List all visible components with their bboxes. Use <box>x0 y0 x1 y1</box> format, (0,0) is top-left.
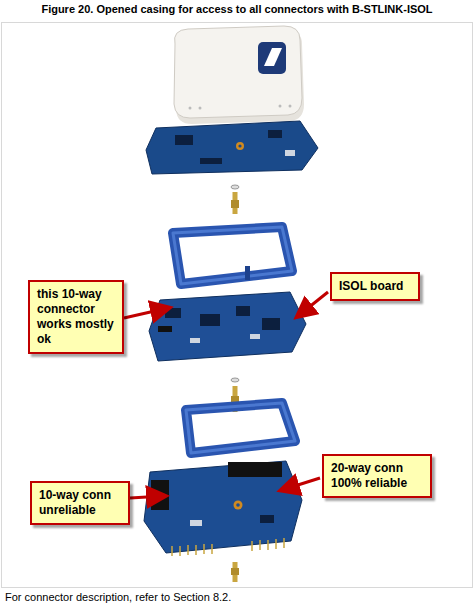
connector-20-way <box>228 462 282 477</box>
figure-frame <box>2 23 473 588</box>
spacer-frame <box>186 403 295 453</box>
callout-text: 10-way conn unreliable <box>39 488 121 518</box>
callout-arrows <box>124 292 328 498</box>
casing-top <box>174 26 304 124</box>
callout-box: this 10-way connector works mostly ok <box>28 280 124 354</box>
isol-board <box>149 292 306 361</box>
bottom-board <box>144 461 302 556</box>
figure-title: Figure 20. Opened casing for access to a… <box>4 3 470 15</box>
callout-text: 20-way conn 100% reliable <box>331 461 423 491</box>
callout-box: 20-way conn 100% reliable <box>322 454 432 498</box>
callout-box: ISOL board <box>330 272 420 301</box>
callout-text: this 10-way connector works mostly ok <box>37 287 115 347</box>
callout-text: ISOL board <box>339 279 411 294</box>
figure-caption: For connector description, refer to Sect… <box>5 591 231 603</box>
callout-box: 10-way conn unreliable <box>30 481 130 525</box>
top-board <box>146 121 318 174</box>
standoff <box>231 562 239 582</box>
spacer-frame <box>173 227 292 284</box>
standoff <box>231 185 239 214</box>
